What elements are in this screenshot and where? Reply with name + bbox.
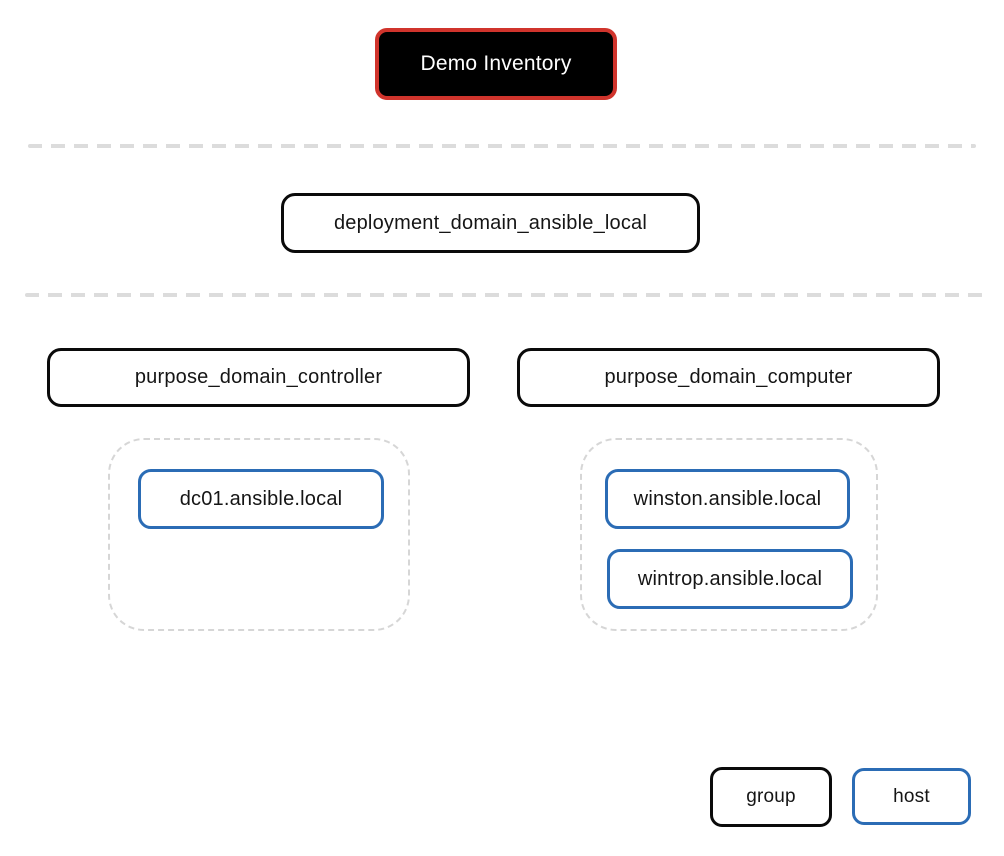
host-node-winston-label: winston.ansible.local: [633, 487, 822, 510]
legend-group-box: group: [710, 767, 832, 827]
node-purpose-domain-computer: purpose_domain_computer: [517, 348, 940, 407]
legend-group-label: group: [746, 786, 796, 807]
host-node-wintrop: wintrop.ansible.local: [607, 549, 853, 609]
host-node-winston: winston.ansible.local: [605, 469, 850, 529]
node-demo-inventory: Demo Inventory: [375, 28, 617, 100]
legend-host-label: host: [893, 785, 930, 807]
host-node-dc01-label: dc01.ansible.local: [179, 487, 343, 510]
node-purpose-domain-controller: purpose_domain_controller: [47, 348, 470, 407]
host-cluster-controller: dc01.ansible.local: [108, 438, 410, 631]
node-demo-inventory-label: Demo Inventory: [420, 52, 572, 75]
node-controller-label: purpose_domain_controller: [134, 366, 383, 388]
node-computer-label: purpose_domain_computer: [604, 366, 853, 388]
level-divider-2: [25, 293, 983, 297]
node-deployment-label: deployment_domain_ansible_local: [333, 211, 648, 234]
host-cluster-computer: winston.ansible.local wintrop.ansible.lo…: [580, 438, 878, 631]
host-node-wintrop-label: wintrop.ansible.local: [637, 567, 823, 590]
legend-host-box: host: [852, 768, 971, 825]
node-deployment-domain-ansible-local: deployment_domain_ansible_local: [281, 193, 700, 253]
level-divider-1: [28, 144, 976, 148]
host-node-dc01: dc01.ansible.local: [138, 469, 384, 529]
